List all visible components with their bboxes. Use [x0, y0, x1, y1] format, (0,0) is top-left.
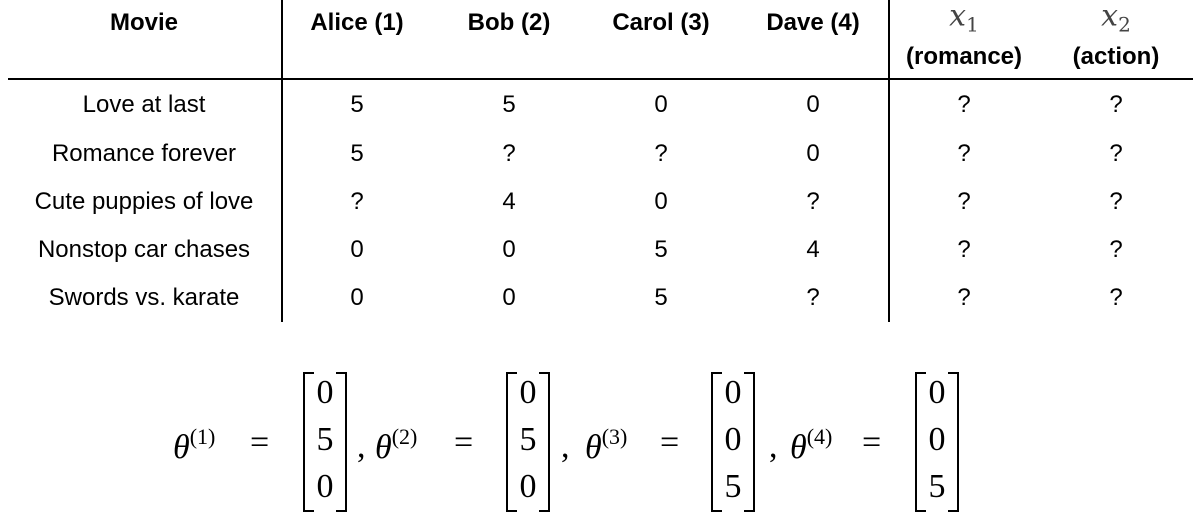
- header-bob: Bob (2): [467, 9, 551, 36]
- left-bracket: [303, 372, 314, 512]
- vector-entry: 0: [724, 421, 742, 458]
- rating-cell: 4: [806, 236, 820, 263]
- vector-entry: 0: [928, 421, 946, 458]
- row-movie: Love at last: [82, 91, 206, 118]
- rating-cell: ?: [350, 188, 364, 215]
- feature-column-rule: [888, 0, 890, 322]
- header-dave: Dave (4): [766, 9, 860, 36]
- header-rule: [8, 78, 1193, 80]
- header-x2-label: (action): [1072, 43, 1160, 70]
- rating-cell: 0: [806, 140, 820, 167]
- feature-cell: ?: [1109, 284, 1123, 311]
- vector-entry: 0: [928, 374, 946, 411]
- rating-cell: ?: [806, 284, 820, 311]
- rating-cell: 0: [502, 284, 516, 311]
- vector-entry: 0: [316, 468, 334, 505]
- rating-cell: 5: [502, 91, 516, 118]
- rating-cell: 0: [350, 236, 364, 263]
- left-bracket: [915, 372, 926, 512]
- equals-sign: =: [862, 424, 882, 461]
- rating-cell: 5: [350, 140, 364, 167]
- row-movie: Romance forever: [51, 140, 237, 167]
- theta-3-symbol: θ(3): [585, 424, 628, 466]
- feature-cell: ?: [957, 284, 971, 311]
- feature-cell: ?: [957, 236, 971, 263]
- rating-cell: 5: [350, 91, 364, 118]
- feature-cell: ?: [1109, 236, 1123, 263]
- theta-1-vector: 0 5 0: [303, 370, 347, 512]
- vector-entry: 5: [928, 468, 946, 505]
- vector-entry: 5: [316, 421, 334, 458]
- rating-cell: 5: [654, 284, 668, 311]
- header-x2-symbol: x2: [1101, 0, 1131, 37]
- comma: ,: [357, 428, 366, 465]
- comma: ,: [561, 428, 570, 465]
- rating-cell: 0: [350, 284, 364, 311]
- theta-4-symbol: θ(4): [790, 424, 833, 466]
- feature-cell: ?: [957, 91, 971, 118]
- rating-cell: 0: [654, 188, 668, 215]
- ratings-table: Movie Alice (1) Bob (2) Carol (3) Dave (…: [8, 0, 1193, 322]
- header-x1-symbol: x1: [949, 0, 979, 37]
- equals-sign: =: [660, 424, 680, 461]
- vector-entry: 5: [724, 468, 742, 505]
- movie-column-rule: [281, 0, 283, 322]
- right-bracket: [539, 372, 550, 512]
- comma: ,: [769, 428, 778, 465]
- right-bracket: [744, 372, 755, 512]
- left-bracket: [506, 372, 517, 512]
- feature-cell: ?: [1109, 91, 1123, 118]
- rating-cell: ?: [502, 140, 516, 167]
- rating-cell: 0: [502, 236, 516, 263]
- right-bracket: [948, 372, 959, 512]
- theta-equation: θ(1) = 0 5 0 , θ(2) = 0 5 0 , θ(3) = 0 0…: [0, 370, 1200, 520]
- vector-entry: 0: [724, 374, 742, 411]
- vector-entry: 0: [519, 374, 537, 411]
- left-bracket: [711, 372, 722, 512]
- header-carol: Carol (3): [612, 9, 710, 36]
- right-bracket: [336, 372, 347, 512]
- vector-entry: 0: [316, 374, 334, 411]
- row-movie: Swords vs. karate: [48, 284, 240, 311]
- equals-sign: =: [454, 424, 474, 461]
- feature-cell: ?: [1109, 188, 1123, 215]
- rating-cell: 4: [502, 188, 516, 215]
- row-movie: Cute puppies of love: [34, 188, 254, 215]
- equals-sign: =: [250, 424, 270, 461]
- theta-2-vector: 0 5 0: [506, 370, 550, 512]
- feature-cell: ?: [957, 140, 971, 167]
- vector-entry: 0: [519, 468, 537, 505]
- theta-3-vector: 0 0 5: [711, 370, 755, 512]
- theta-2-symbol: θ(2): [375, 424, 418, 466]
- header-alice: Alice (1): [310, 9, 404, 36]
- rating-cell: ?: [654, 140, 668, 167]
- rating-cell: 0: [806, 91, 820, 118]
- theta-4-vector: 0 0 5: [915, 370, 959, 512]
- vector-entry: 5: [519, 421, 537, 458]
- theta-1-symbol: θ(1): [173, 424, 216, 466]
- row-movie: Nonstop car chases: [37, 236, 251, 263]
- header-x1-label: (romance): [905, 43, 1023, 70]
- feature-cell: ?: [1109, 140, 1123, 167]
- header-movie: Movie: [109, 9, 179, 36]
- rating-cell: 0: [654, 91, 668, 118]
- rating-cell: ?: [806, 188, 820, 215]
- rating-cell: 5: [654, 236, 668, 263]
- feature-cell: ?: [957, 188, 971, 215]
